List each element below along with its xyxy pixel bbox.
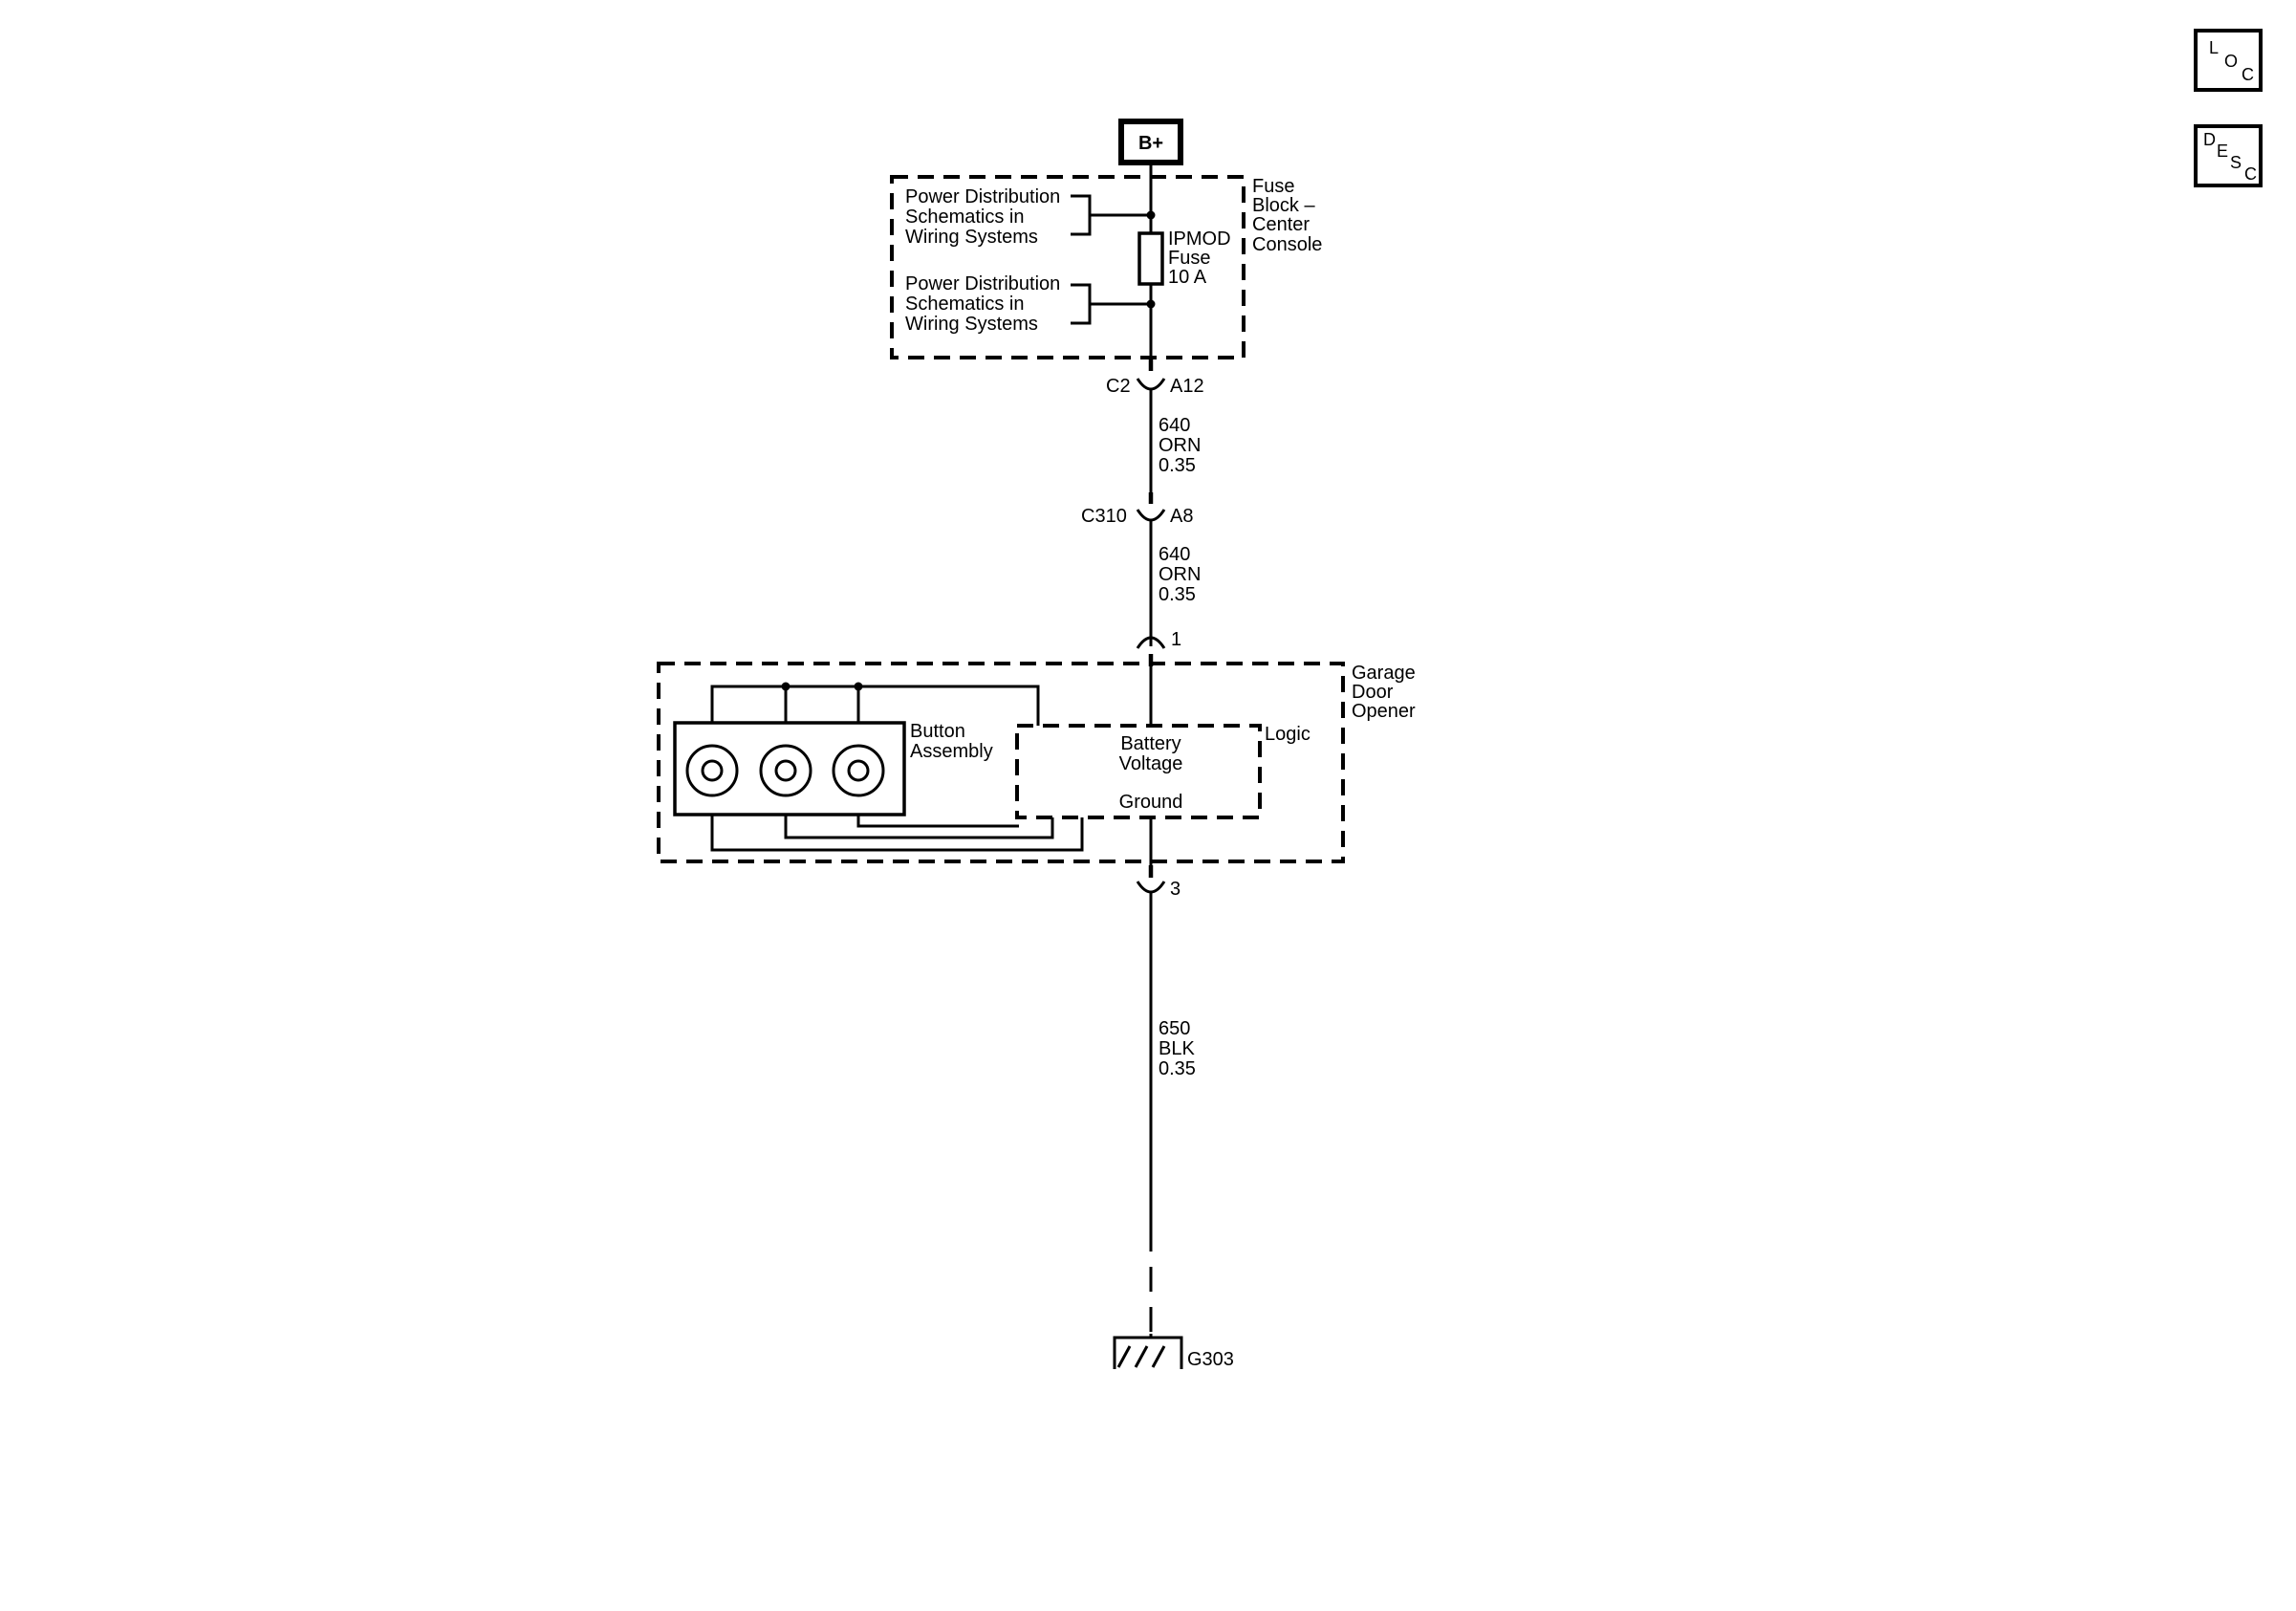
fuse-block-outline <box>890 175 1245 359</box>
svg-text:Fuse: Fuse <box>1252 176 1294 197</box>
button-1 <box>685 744 739 797</box>
svg-text:Fuse: Fuse <box>1168 248 1210 269</box>
wire-label-640-orn-2: 640 ORN 0.35 <box>1159 544 1201 605</box>
power-distribution-ref-lower: Power Distribution Schematics in Wiring … <box>905 273 1156 335</box>
logic-module-outline <box>1015 724 1262 819</box>
ipmod-fuse-label: IPMOD Fuse 10 A <box>1168 229 1231 288</box>
ground-g303: G303 <box>1113 1334 1234 1370</box>
wire-label-640-orn-1: 640 ORN 0.35 <box>1159 415 1201 476</box>
b-plus-label: B+ <box>1138 133 1163 154</box>
ground-g303-label: G303 <box>1187 1349 1234 1370</box>
svg-text:3: 3 <box>1170 879 1180 900</box>
svg-text:BLK: BLK <box>1159 1038 1195 1059</box>
button-assembly-label-line2: Assembly <box>910 741 993 762</box>
svg-text:640: 640 <box>1159 544 1190 565</box>
svg-text:Door: Door <box>1352 682 1394 703</box>
svg-text:Opener: Opener <box>1352 701 1416 722</box>
desc-letter-c: C <box>2244 164 2257 184</box>
svg-text:C2: C2 <box>1106 376 1131 397</box>
garage-door-opener-outline <box>657 662 1345 863</box>
svg-text:0.35: 0.35 <box>1159 1058 1196 1079</box>
loc-letter-l: L <box>2209 38 2220 57</box>
svg-text:Wiring Systems: Wiring Systems <box>905 314 1038 335</box>
desc-button[interactable]: D E S C <box>2194 124 2263 187</box>
logic-label: Logic <box>1265 724 1310 745</box>
svg-text:Schematics in: Schematics in <box>905 207 1025 228</box>
connector-c310: C310 A8 <box>1081 506 1193 527</box>
svg-text:Center: Center <box>1252 214 1310 235</box>
desc-letter-d: D <box>2203 130 2216 149</box>
button-2 <box>759 744 812 797</box>
svg-text:10 A: 10 A <box>1168 267 1207 288</box>
svg-text:650: 650 <box>1159 1018 1190 1039</box>
battery-positive-source: B+ <box>1118 119 1183 165</box>
svg-text:A12: A12 <box>1170 376 1204 397</box>
power-distribution-ref-upper: Power Distribution Schematics in Wiring … <box>905 186 1156 248</box>
button-assembly-label-line1: Button <box>910 721 965 742</box>
pin-1: 1 <box>1136 629 1181 650</box>
svg-text:1: 1 <box>1171 629 1181 650</box>
wire-label-650-blk: 650 BLK 0.35 <box>1159 1018 1196 1079</box>
loc-letter-c: C <box>2242 65 2254 84</box>
button-assembly: Button Assembly <box>673 682 1084 852</box>
fuse-block-label: Fuse Block – Center Console <box>1252 176 1322 255</box>
svg-text:0.35: 0.35 <box>1159 455 1196 476</box>
connector-c2: C2 A12 <box>1106 376 1204 397</box>
fuse-symbol <box>1137 231 1164 286</box>
battery-voltage-label-line2: Voltage <box>1119 753 1183 774</box>
ground-terminal-label: Ground <box>1119 792 1183 813</box>
desc-letter-s: S <box>2230 153 2242 172</box>
svg-text:ORN: ORN <box>1159 435 1201 456</box>
button-3 <box>832 744 885 797</box>
svg-text:640: 640 <box>1159 415 1190 436</box>
pin-3: 3 <box>1136 879 1180 900</box>
svg-text:Power Distribution: Power Distribution <box>905 186 1060 207</box>
loc-letter-o: O <box>2224 52 2239 71</box>
svg-text:IPMOD: IPMOD <box>1168 229 1231 250</box>
battery-voltage-label-line1: Battery <box>1120 733 1180 754</box>
svg-text:Console: Console <box>1252 234 1322 255</box>
svg-text:0.35: 0.35 <box>1159 584 1196 605</box>
svg-text:Wiring Systems: Wiring Systems <box>905 227 1038 248</box>
svg-text:Block –: Block – <box>1252 195 1315 216</box>
svg-text:Power Distribution: Power Distribution <box>905 273 1060 294</box>
svg-text:ORN: ORN <box>1159 564 1201 585</box>
svg-text:C310: C310 <box>1081 506 1127 527</box>
garage-door-opener-label: Garage Door Opener <box>1352 663 1416 722</box>
loc-button[interactable]: L O C <box>2194 29 2263 92</box>
svg-text:Schematics in: Schematics in <box>905 294 1025 315</box>
svg-text:A8: A8 <box>1170 506 1193 527</box>
svg-text:Garage: Garage <box>1352 663 1416 684</box>
desc-letter-e: E <box>2217 142 2229 161</box>
